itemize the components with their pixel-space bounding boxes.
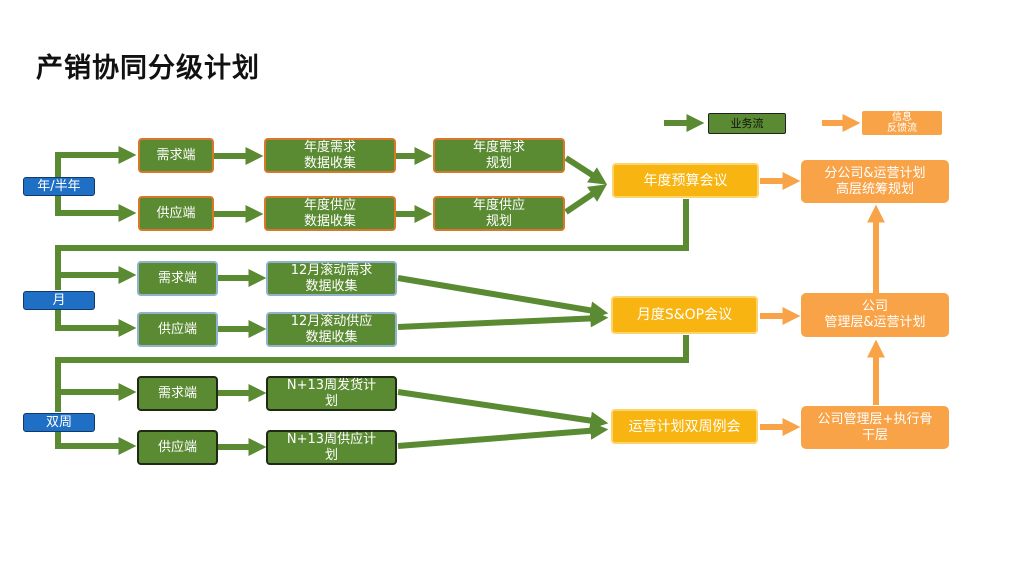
monthly-to-biweekly-connector <box>55 335 689 412</box>
page-title: 产销协同分级计划 <box>36 53 260 84</box>
period-biweekly: 双周 <box>23 413 95 432</box>
annual-supply-collect-node: 年度供应 数据收集 <box>264 196 396 231</box>
annual-demand-plan-node: 年度需求 规划 <box>433 138 565 173</box>
annual-branch-down <box>55 194 137 222</box>
monthly-decision-node: 公司 管理层&运营计划 <box>801 293 949 337</box>
monthly-demand-node: 需求端 <box>137 261 218 296</box>
biweekly-supply-node: 供应端 <box>137 430 218 465</box>
period-monthly: 月 <box>23 291 95 310</box>
monthly-sop-meeting: 月度S&OP会议 <box>611 296 758 334</box>
annual-supply-node: 供应端 <box>138 196 214 231</box>
biweekly-ops-meeting: 运营计划双周例会 <box>611 409 758 444</box>
biweekly-decision-node: 公司管理层+执行骨 干层 <box>801 406 949 449</box>
biweekly-supply-plan-node: N+13周供应计 划 <box>266 430 397 465</box>
biweekly-demand-node: 需求端 <box>137 376 218 411</box>
biweekly-demand-plan-node: N+13周发货计 划 <box>266 376 397 411</box>
annual-decision-node: 分公司&运营计划 高层统筹规划 <box>801 160 949 203</box>
annual-demand-node: 需求端 <box>138 138 214 173</box>
annual-budget-meeting: 年度预算会议 <box>612 163 759 198</box>
annual-demand-collect-node: 年度需求 数据收集 <box>264 138 396 173</box>
period-annual: 年/半年 <box>23 177 95 196</box>
annual-supply-plan-node: 年度供应 规划 <box>433 196 565 231</box>
monthly-supply-node: 供应端 <box>137 312 218 347</box>
legend-feedback-flow: 信息 反馈流 <box>862 111 942 135</box>
monthly-demand-collect-node: 12月滚动需求 数据收集 <box>266 261 397 296</box>
monthly-supply-collect-node: 12月滚动供应 数据收集 <box>266 312 397 347</box>
annual-to-monthly-connector <box>55 199 689 290</box>
legend-business-flow: 业务流 <box>708 113 786 134</box>
annual-branch-up <box>55 146 137 180</box>
